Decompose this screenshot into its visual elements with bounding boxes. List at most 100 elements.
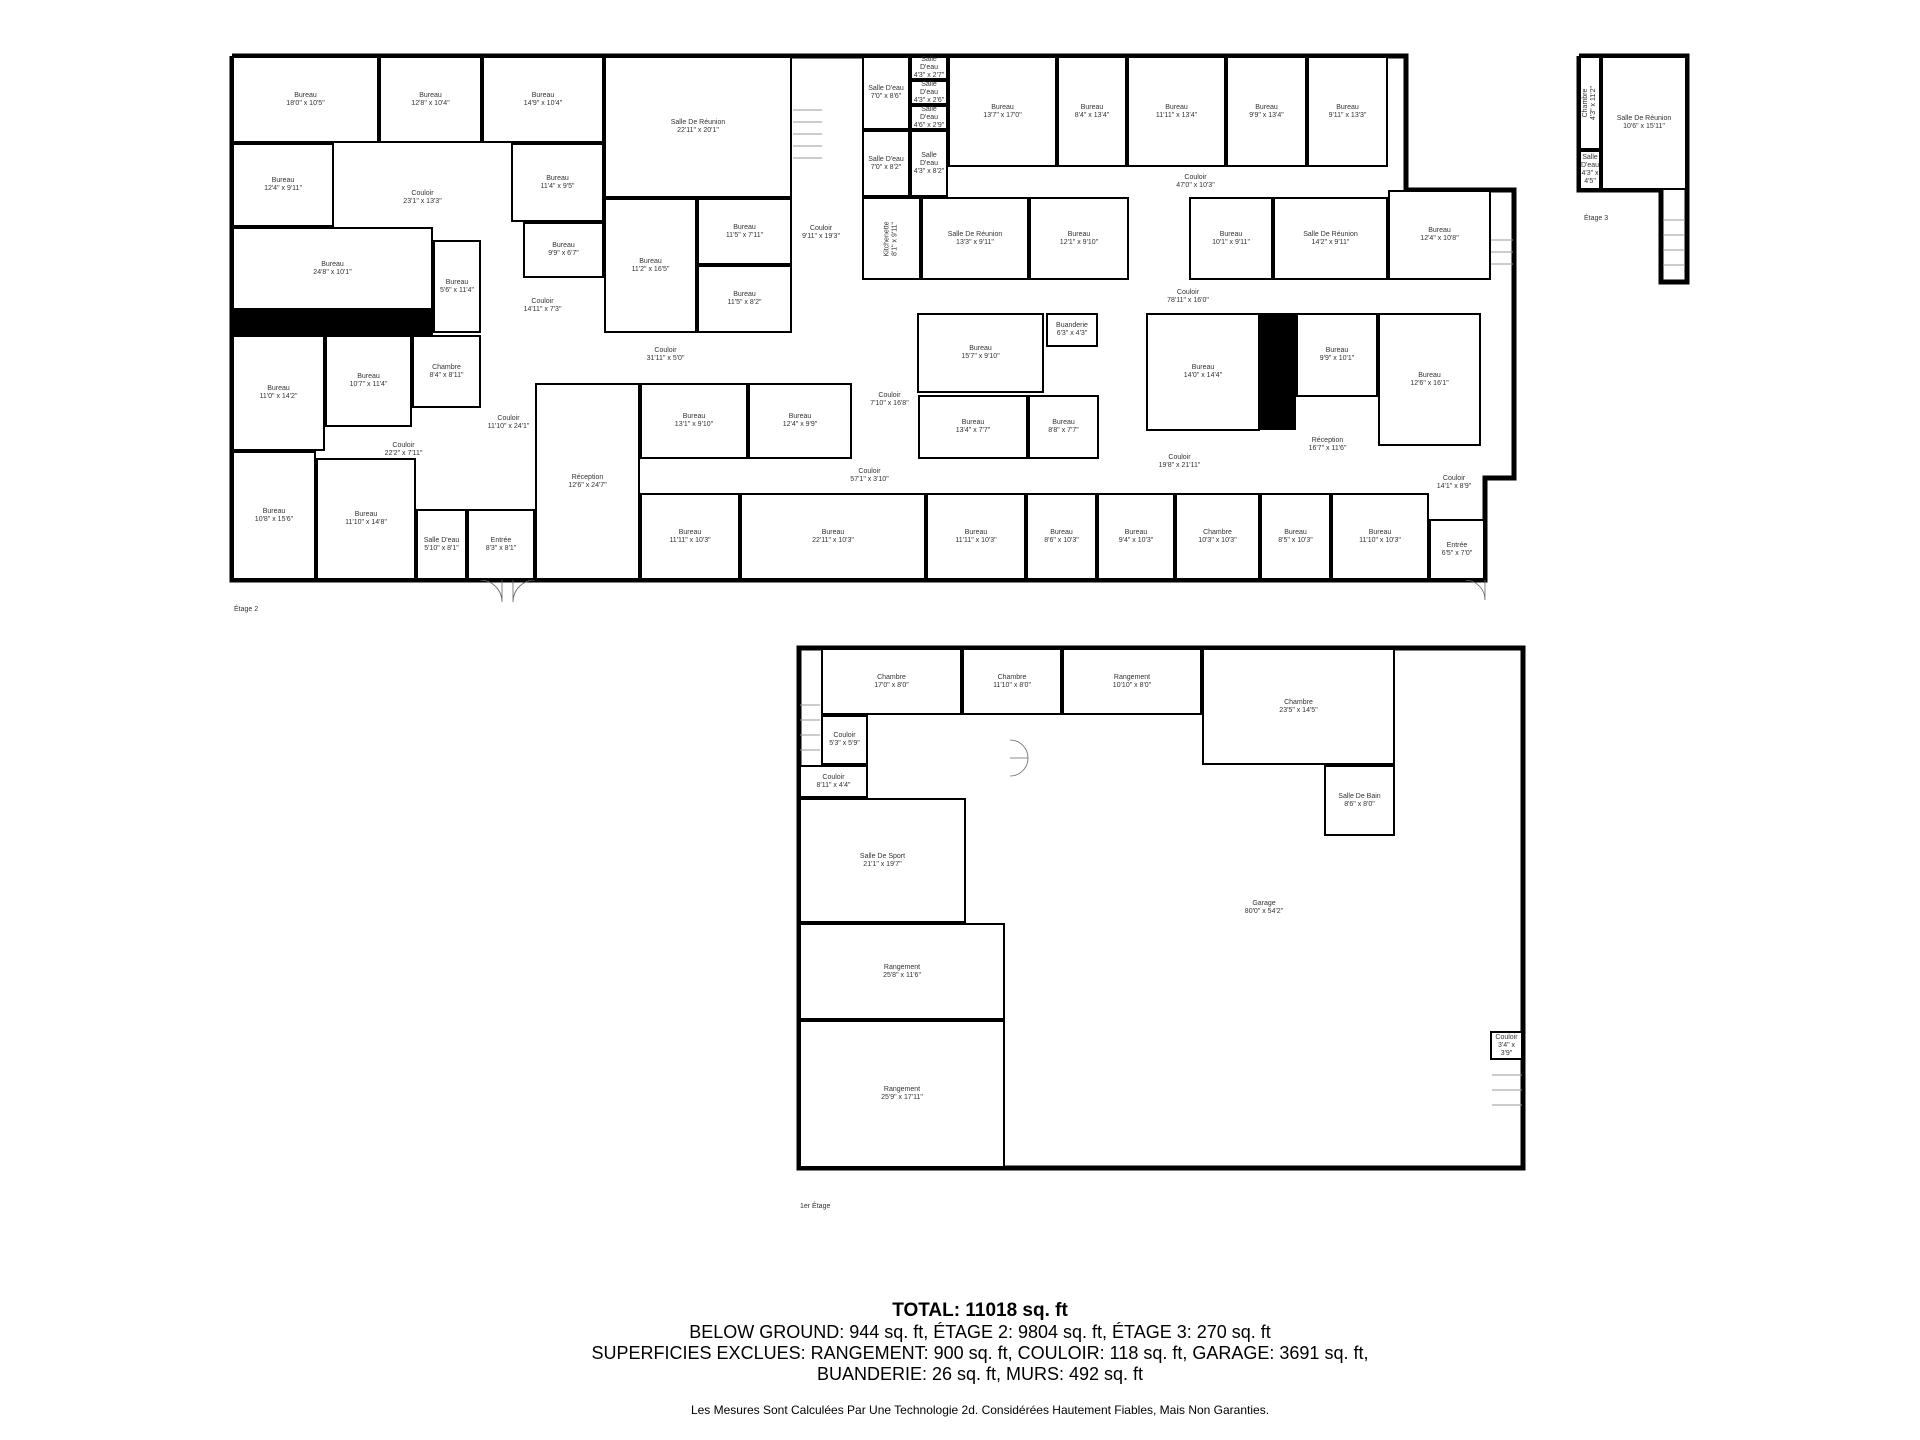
room-name: Bureau: [788, 413, 812, 420]
room-name: Bureau: [1336, 103, 1359, 111]
room-dimensions: 11'11" x 10'3": [669, 536, 711, 544]
room-name: Bureau: [419, 91, 442, 99]
room-dimensions: 15'7" x 9'10": [961, 353, 1000, 360]
room-name: Bureau: [445, 278, 469, 286]
room-name: Salle De Réunion: [670, 119, 726, 126]
room-name: Chambre: [1284, 698, 1313, 706]
room-dimensions: 3'4" x 3'9": [1497, 1041, 1516, 1057]
room-dimensions: 22'11" x 10'3": [812, 536, 854, 544]
room-name: Salle D'eau: [919, 105, 939, 121]
room-dimensions: 5'3" x 5'9": [829, 740, 860, 747]
room-name: Couloir: [1168, 454, 1191, 461]
room-name: Bureau: [354, 511, 378, 518]
room-name: Garage: [1252, 900, 1276, 907]
room-dimensions: 14'11" x 7'3": [523, 305, 562, 313]
room-dimensions: 10'6" x 15'11": [1623, 123, 1665, 130]
room-dimensions: 13'7" x 17'0": [983, 111, 1022, 119]
room-name: Bureau: [1080, 103, 1104, 111]
room-dimensions: 14'2" x 9'11": [1311, 238, 1350, 246]
room-dimensions: 13'3" x 9'11": [956, 238, 994, 246]
room-name: Salle D'eau: [919, 80, 939, 96]
stairs-icon: [793, 109, 1685, 1106]
room-name: Salle De Sport: [859, 852, 906, 860]
room-name: Couloir: [531, 297, 554, 305]
room-name: Chambre: [1203, 528, 1232, 536]
room-dimensions: 12'4" x 9'9": [782, 421, 818, 428]
room-name: Rangement: [883, 963, 921, 971]
room-name: Bureau: [1191, 364, 1215, 371]
room-name: Couloir: [809, 224, 833, 232]
room-dimensions: 8'1" x 9'11": [891, 221, 899, 256]
room-dimensions: 12'6" x 24'7": [568, 481, 607, 489]
room-name: Bureau: [1067, 230, 1091, 238]
room-dimensions: 22'2" x 7'11": [384, 450, 423, 457]
room-name: Couloir: [392, 442, 415, 449]
room-name: Entrée: [490, 536, 512, 544]
room-dimensions: 9'9" x 13'4": [1249, 111, 1284, 119]
room-dimensions: 22'11" x 20'1": [677, 127, 719, 134]
room-dimensions: 11'10" x 10'3": [1359, 536, 1401, 544]
room-dimensions: 13'4" x 7'7": [955, 427, 991, 434]
room-name: Salle D'eau: [868, 85, 904, 92]
room-dimensions: 9'9" x 6'7": [548, 250, 579, 257]
room-dimensions: 8'5" x 10'3": [1278, 536, 1313, 544]
wall-block: [1260, 313, 1296, 430]
disclaimer: Les Mesures Sont Calculées Par Une Techn…: [690, 1403, 1270, 1417]
room-name: Couloir: [833, 732, 856, 739]
room-name: Bureau: [546, 174, 569, 182]
room-dimensions: 14'1" x 8'9": [1436, 483, 1472, 490]
room-name: Salle De Bain: [1338, 792, 1381, 800]
room-dimensions: 11'0" x 14'2": [259, 393, 298, 400]
